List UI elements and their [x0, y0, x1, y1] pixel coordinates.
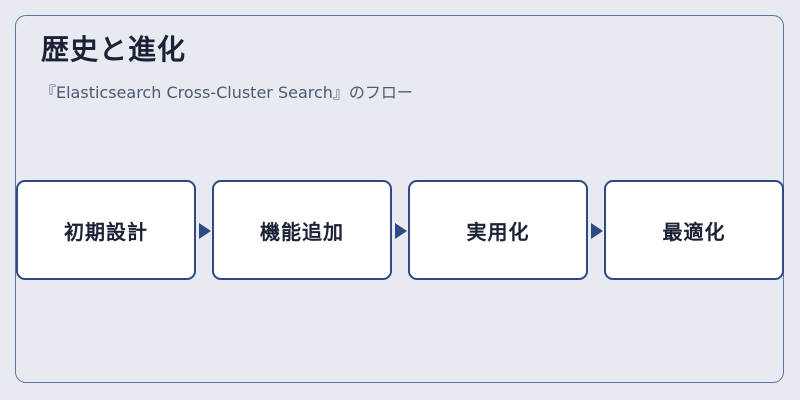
step-label: 機能追加	[260, 219, 344, 244]
step-label: 実用化	[466, 219, 530, 244]
flow-diagram: 初期設計 機能追加 実用化 最適化	[16, 180, 784, 280]
arrow-right-icon	[395, 223, 407, 239]
step-label: 最適化	[662, 219, 726, 244]
arrow-right-icon	[591, 223, 603, 239]
step-label: 初期設計	[64, 219, 148, 244]
diagram-subtitle: 『Elasticsearch Cross-Cluster Search』のフロー	[40, 83, 413, 102]
step-box-feature-addition: 機能追加	[212, 180, 392, 280]
step-box-initial-design: 初期設計	[16, 180, 196, 280]
arrow-right-icon	[199, 223, 211, 239]
step-box-practical-use: 実用化	[408, 180, 588, 280]
diagram-title: 歴史と進化	[41, 33, 187, 66]
step-box-optimization: 最適化	[604, 180, 784, 280]
